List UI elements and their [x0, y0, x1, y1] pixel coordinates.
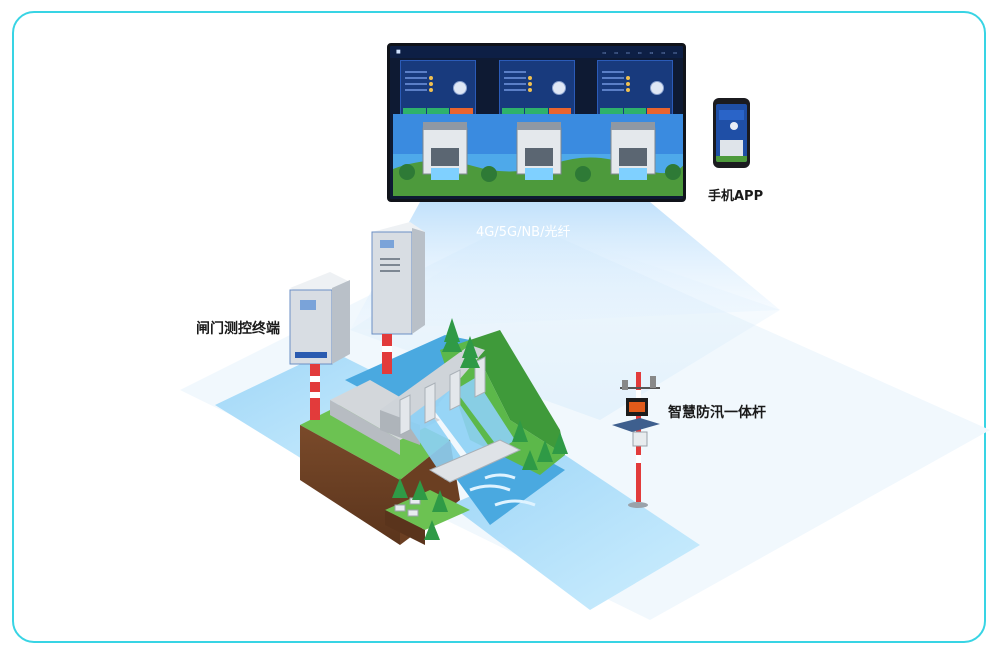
screen-nav: ▭▭▭▭▭▭▭ — [602, 49, 677, 55]
screen-gate-scene — [393, 114, 683, 196]
right-bank — [440, 340, 565, 475]
phone-screen — [716, 104, 747, 162]
phone-app-label: 手机APP — [708, 189, 764, 204]
gauge-icon — [453, 81, 467, 95]
gate-terminal-label: 闸门测控终端 — [196, 321, 280, 337]
trees — [392, 318, 568, 540]
phone-device — [713, 98, 750, 168]
screen-header: ■ ▭▭▭▭▭▭▭ — [390, 46, 683, 58]
flood-pole-label: 智慧防汛一体杆 — [668, 405, 766, 421]
reservoir-water — [345, 335, 470, 420]
network-label: 4G/5G/NB/光纤 — [476, 225, 571, 240]
monitoring-screen: ■ ▭▭▭▭▭▭▭ — [387, 43, 686, 202]
left-bank-soil — [300, 425, 400, 545]
gauge-icon — [551, 81, 566, 95]
screen-logo-icon: ■ — [396, 49, 401, 55]
control-cabinet-right — [371, 222, 425, 374]
gauge-icon — [650, 81, 664, 95]
control-cabinet-left — [289, 272, 350, 420]
flood-pole — [612, 372, 660, 508]
